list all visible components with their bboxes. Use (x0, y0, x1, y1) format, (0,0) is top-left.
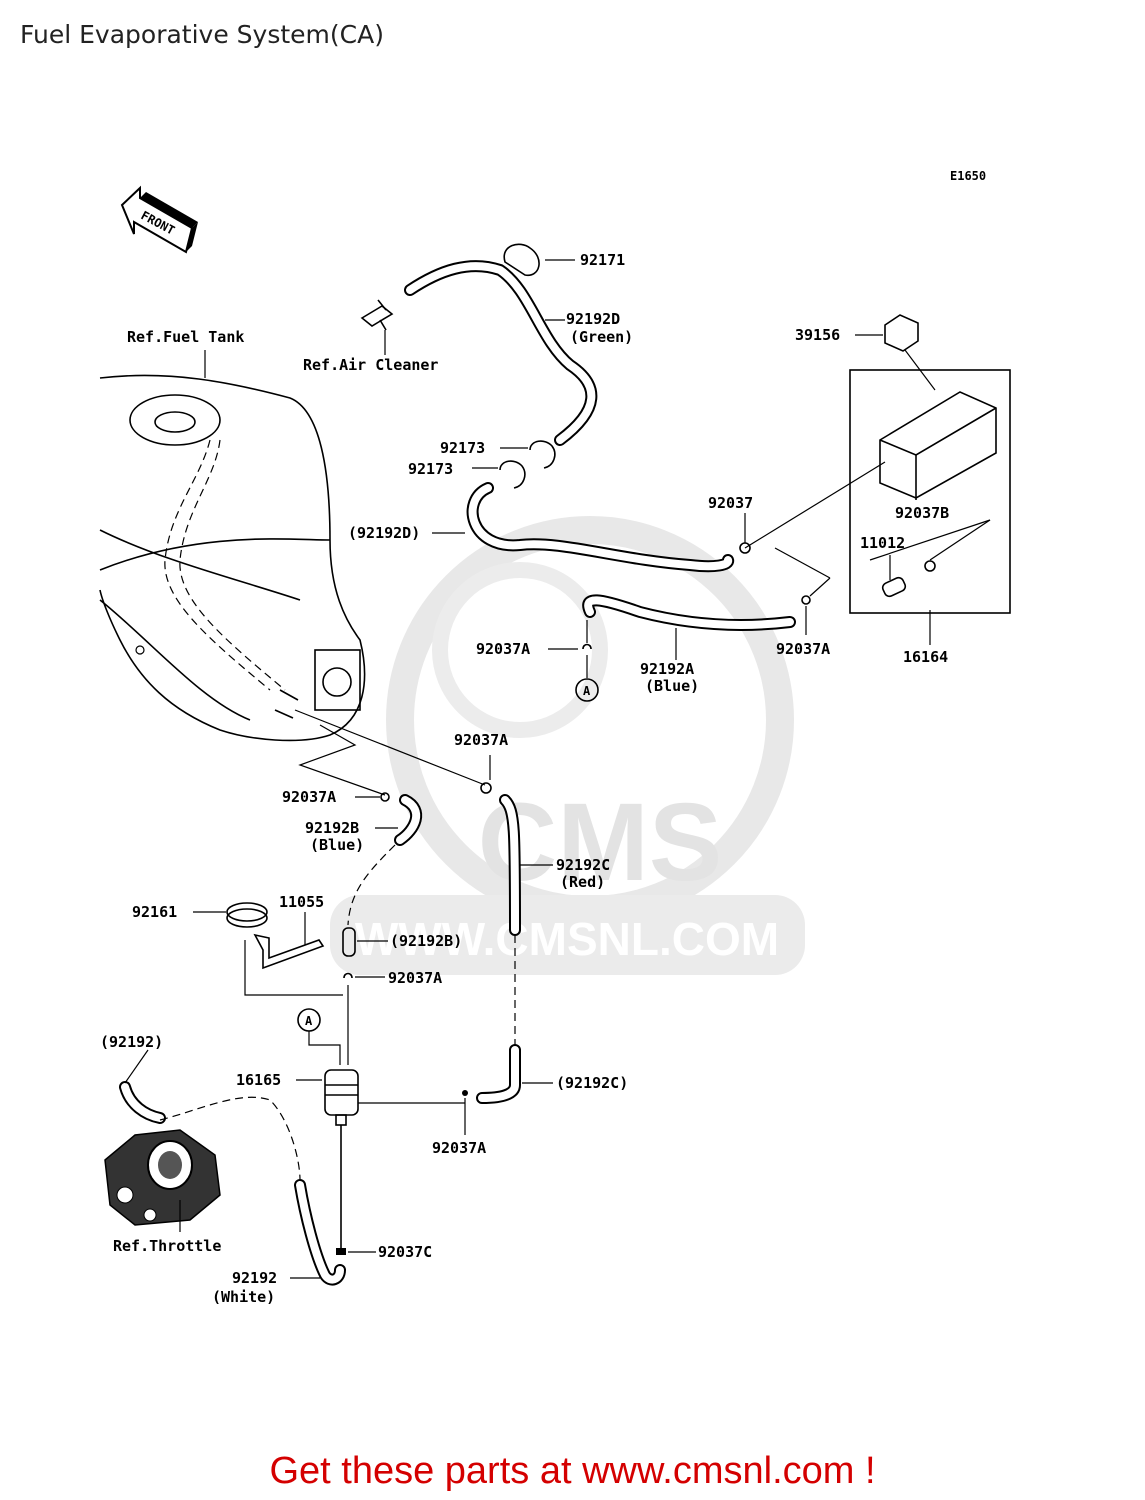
hose-92192c-lower (476, 1044, 521, 1104)
diagram-code: E1650 (950, 169, 986, 183)
part-92192b-ref: (92192B) (390, 932, 462, 950)
part-92192b: 92192B (305, 819, 359, 837)
page-title: Fuel Evaporative System(CA) (20, 20, 384, 49)
part-92192-ref: (92192) (100, 1033, 163, 1051)
fuel-tank: Ref.Fuel Tank (99, 328, 366, 742)
watermark: CMS WWW.CMSNL.COM (330, 516, 805, 975)
part-11055: 11055 (279, 893, 324, 911)
part-92192d-color: (Green) (570, 328, 633, 346)
part-39156: 39156 (795, 326, 840, 344)
cap-39156: 39156 (795, 314, 936, 391)
part-92192d-ref: (92192D) (348, 524, 420, 542)
part-92037a-5: 92037A (388, 969, 442, 987)
part-92192c-color: (Red) (560, 873, 605, 891)
clamp-92173: 92173 92173 (408, 439, 556, 489)
hose-92192a-blue (582, 594, 796, 631)
part-11012: 11012 (860, 534, 905, 552)
part-92173-b: 92173 (408, 460, 453, 478)
part-92037: 92037 (708, 494, 753, 512)
part-92192a-color: (Blue) (645, 677, 699, 695)
hose-92192c-red (499, 794, 521, 936)
hose-92192d-section (466, 482, 735, 573)
part-16164: 16164 (903, 648, 948, 666)
ref-throttle: Ref.Throttle (113, 1237, 221, 1255)
ref-air-cleaner: Ref.Air Cleaner (303, 356, 438, 374)
bracket-11055: 11055 (244, 893, 343, 996)
part-92192: 92192 (232, 1269, 277, 1287)
part-92161: 92161 (132, 903, 177, 921)
part-92037c: 92037C (378, 1243, 432, 1261)
part-92192c: 92192C (556, 856, 610, 874)
ref-fuel-tank: Ref.Fuel Tank (127, 328, 244, 346)
part-92192b-color: (Blue) (310, 836, 364, 854)
parts-diagram: CMS WWW.CMSNL.COM E1650 FRONT Ref.Fuel T… (99, 169, 1011, 1306)
hose-92192b-blue (394, 794, 423, 846)
air-cleaner-fitting: Ref.Air Cleaner (303, 299, 438, 374)
part-92037a-4: 92037A (282, 788, 336, 806)
clip-92171: 92171 (503, 243, 625, 276)
separator-16165: 16165 (236, 1069, 465, 1250)
part-16165: 16165 (236, 1071, 281, 1089)
part-92192a: 92192A (640, 660, 694, 678)
part-92192d: 92192D (566, 310, 620, 328)
shop-link[interactable]: Get these parts at www.cmsnl.com ! (269, 1450, 876, 1492)
front-arrow-icon: FRONT (120, 185, 198, 254)
connector-a-top: A (583, 684, 591, 698)
hose-92192d-green (404, 260, 598, 446)
connector-a-bottom: A (305, 1014, 313, 1028)
ring-92161: 92161 (132, 902, 268, 928)
part-92173-a: 92173 (440, 439, 485, 457)
watermark-url: WWW.CMSNL.COM (355, 913, 779, 965)
part-92037a-1: 92037A (476, 640, 530, 658)
canister-16164: 16164 (744, 369, 1011, 666)
part-92037a-6: 92037A (432, 1139, 486, 1157)
part-92037a-2: 92037A (776, 640, 830, 658)
throttle-body: (92192) Ref.Throttle (100, 1033, 301, 1255)
part-92037a-3: 92037A (454, 731, 508, 749)
hose-92192-white (294, 1179, 346, 1286)
part-92192c-ref: (92192C) (556, 1074, 628, 1092)
part-92192-color: (White) (212, 1288, 275, 1306)
part-92037b: 92037B (895, 504, 949, 522)
part-92171: 92171 (580, 251, 625, 269)
